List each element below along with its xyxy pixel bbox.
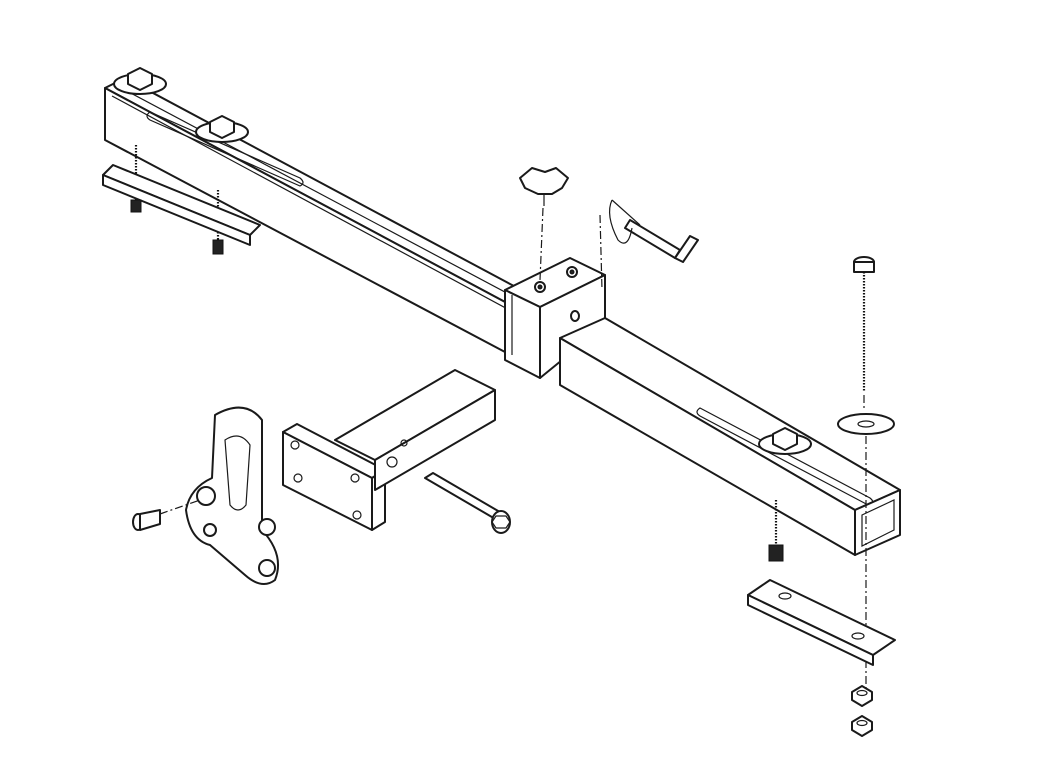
left-clamp-assembly (102, 145, 261, 255)
crossbar-bolt-heads (113, 67, 812, 455)
cross-bolt (424, 472, 511, 534)
receiver-mount-tube (282, 369, 496, 531)
right-clamp-bolt (768, 500, 784, 562)
flat-head-screw (132, 509, 161, 531)
right-bolt-stack (747, 256, 896, 737)
pivot-bracket-plate (159, 406, 279, 585)
hitch-pin-with-clip (599, 199, 699, 291)
main-crossbar (104, 77, 541, 361)
center-collar (504, 257, 606, 379)
star-knob (519, 167, 569, 281)
sliding-inner-tube (559, 317, 901, 556)
